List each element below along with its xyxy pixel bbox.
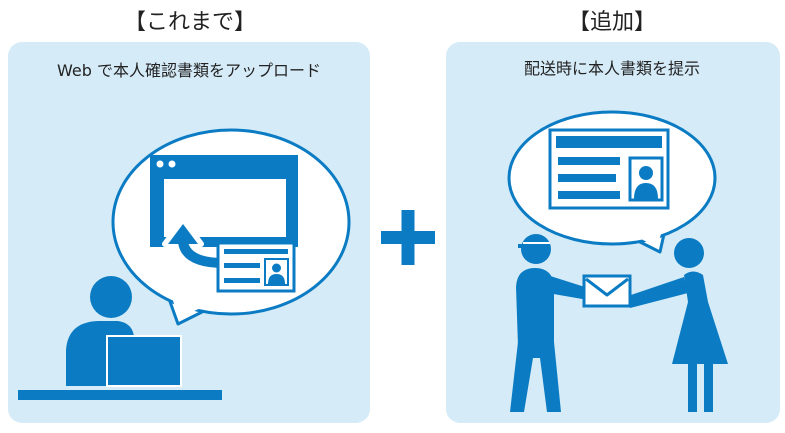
id-card-icon-left bbox=[216, 241, 296, 293]
left-caption: Web で本人確認書類をアップロード bbox=[57, 61, 321, 80]
desk-person-body bbox=[66, 321, 134, 386]
desk bbox=[18, 390, 222, 400]
desk-person-head bbox=[90, 276, 132, 318]
id-card-large-portrait-head bbox=[639, 166, 653, 180]
browser-dot-2 bbox=[168, 160, 176, 168]
id-card-large-line-1 bbox=[558, 157, 620, 165]
recipient-head bbox=[674, 238, 704, 268]
laptop bbox=[106, 335, 182, 387]
id-card-icon-right bbox=[548, 128, 670, 210]
id-card-large-line-3 bbox=[558, 191, 620, 199]
browser-dot-1 bbox=[156, 160, 164, 168]
left-heading: 【これまで】 bbox=[124, 10, 256, 35]
right-panel: 配送時に本人書類を提示 bbox=[446, 42, 780, 423]
recipient-leg-left bbox=[688, 360, 697, 412]
person-at-desk-icon bbox=[18, 276, 222, 400]
plus-vertical bbox=[401, 210, 415, 265]
id-card-portrait-shoulders bbox=[268, 274, 285, 284]
upload-arrow-head bbox=[168, 224, 198, 244]
plus-icon bbox=[381, 210, 435, 265]
id-card-line-1 bbox=[224, 263, 260, 268]
id-card-portrait-head bbox=[272, 263, 281, 273]
recipient-leg-right bbox=[704, 360, 713, 412]
delivery-person-icon bbox=[510, 234, 588, 412]
right-bubble-tail-cover bbox=[639, 234, 661, 247]
id-card-large-line-2 bbox=[558, 174, 616, 182]
delivery-person-cap-brim bbox=[518, 244, 532, 248]
envelope-icon bbox=[582, 274, 632, 308]
id-card-large-header bbox=[556, 136, 662, 148]
delivery-person-legs bbox=[510, 342, 561, 412]
delivery-person-torso bbox=[516, 268, 554, 346]
recipient-person-icon bbox=[628, 238, 728, 412]
recipient-dress bbox=[672, 271, 728, 364]
delivery-person-head bbox=[521, 234, 551, 264]
envelope-body bbox=[582, 274, 632, 308]
envelope-flap bbox=[585, 277, 629, 297]
left-bubble-tail-cover bbox=[171, 295, 205, 318]
id-card-large-portrait-shoulders bbox=[634, 183, 658, 199]
id-card-line-2 bbox=[224, 278, 260, 283]
recipient-arm bbox=[628, 277, 688, 308]
id-card-header bbox=[224, 249, 288, 254]
right-caption: 配送時に本人書類を提示 bbox=[524, 59, 700, 78]
right-heading: 【追加】 bbox=[568, 10, 656, 35]
left-panel: Web で本人確認書類をアップロード bbox=[8, 42, 370, 423]
